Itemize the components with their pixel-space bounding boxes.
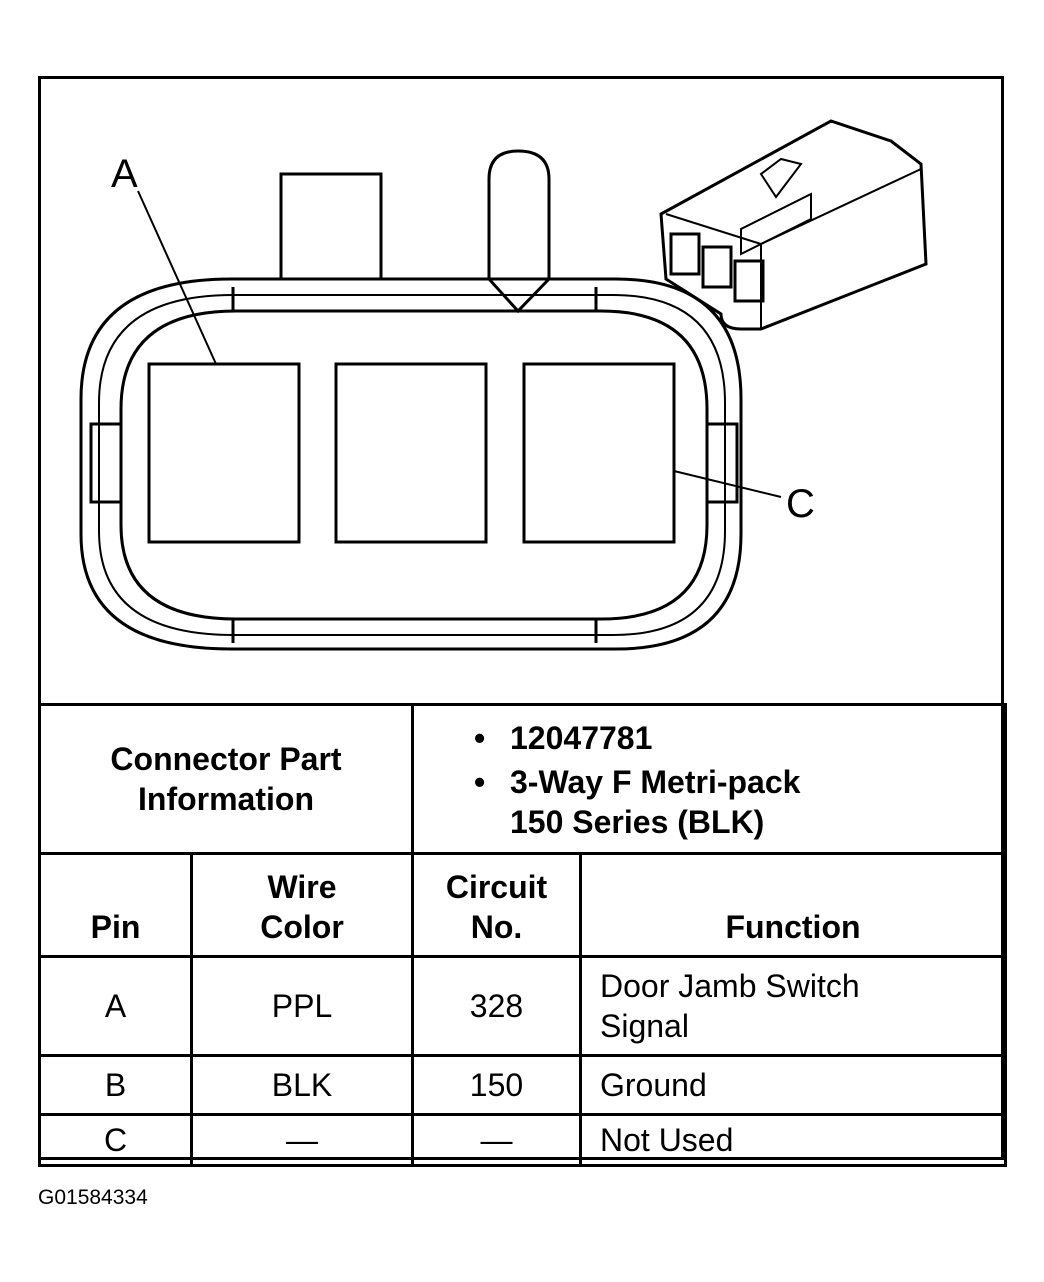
pin-cavity-c [522, 362, 676, 544]
connector-part-items-cell: •12047781 •3-Way F Metri-pack 150 Series… [411, 703, 1007, 855]
connector-part-label: Connector Part Information [110, 741, 342, 817]
top-polarization-key [487, 149, 551, 279]
connector-iso-icon [659, 119, 928, 331]
part-number: 12047781 [510, 720, 653, 756]
leader-line-a [137, 190, 217, 365]
pin-cell: C [38, 1113, 193, 1167]
function-cell: Not Used [579, 1113, 1007, 1167]
connector-diagram: A C [41, 79, 1001, 703]
pin-cell: A [38, 955, 193, 1057]
connector-info-table: Connector Part Information •12047781 •3-… [38, 703, 1007, 1167]
connector-part-label-cell: Connector Part Information [38, 703, 414, 855]
part-description-item: •3-Way F Metri-pack 150 Series (BLK) [474, 762, 1004, 842]
header-circuit-no-text: Circuit No. [445, 869, 548, 945]
header-function: Function [579, 852, 1007, 958]
pin-cavity-b [334, 362, 488, 544]
connector-face-drawing: A C [79, 119, 928, 651]
pin-cavity-a [147, 362, 301, 544]
pin-label-a: A [111, 152, 138, 196]
part-number-item: •12047781 [474, 720, 653, 756]
circuit-no-cell: — [411, 1113, 582, 1167]
header-pin: Pin [38, 852, 193, 958]
function-cell: Ground [579, 1054, 1007, 1116]
table-row: A PPL 328 Door Jamb Switch Signal [38, 955, 1007, 1057]
connector-part-row: Connector Part Information •12047781 •3-… [38, 703, 1007, 855]
figure-id: G01584334 [38, 1186, 148, 1209]
header-wire-color-text: Wire Color [260, 869, 344, 945]
wire-color-cell: BLK [190, 1054, 414, 1116]
header-wire-color: Wire Color [190, 852, 414, 958]
circuit-no-cell: 150 [411, 1054, 582, 1116]
header-circuit-no: Circuit No. [411, 852, 582, 958]
table-header-row: Pin Wire Color Circuit No. Function [38, 852, 1007, 958]
wire-color-cell: PPL [190, 955, 414, 1057]
right-side-tab [705, 422, 739, 504]
pin-cell: B [38, 1054, 193, 1116]
figure-frame: A C Connector Part Information [38, 76, 1007, 1167]
table-row: B BLK 150 Ground [38, 1054, 1007, 1116]
connector-cavity-wall [119, 309, 709, 621]
table-row: C — — Not Used [38, 1113, 1007, 1167]
circuit-no-cell: 328 [411, 955, 582, 1057]
leader-line-c [673, 470, 782, 498]
function-text: Door Jamb Switch Signal [600, 968, 860, 1044]
function-cell: Door Jamb Switch Signal [579, 955, 1007, 1057]
connector-inner-shell [98, 294, 726, 636]
pin-label-c: C [786, 482, 815, 526]
part-description: 3-Way F Metri-pack 150 Series (BLK) [510, 764, 801, 840]
wire-color-cell: — [190, 1113, 414, 1167]
left-side-tab [89, 422, 123, 504]
connector-outer-shell [79, 277, 743, 651]
top-lock-tab [279, 172, 383, 279]
